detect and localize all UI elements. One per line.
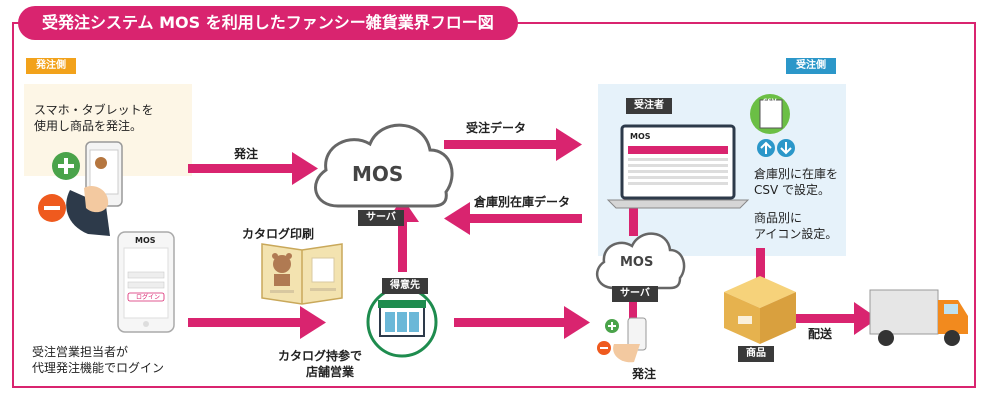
product-box-icon [724,276,796,344]
customer-label: 得意先 [382,278,428,294]
order-label: 発注 [234,147,259,161]
laptop-icon [606,124,750,209]
receive-side-tag: 受注側 [786,58,836,74]
cloud-logo: MOS [352,162,404,186]
smartphone-hand-icon [38,141,123,236]
arrow-delivery [796,302,878,335]
arrow-stock-data [444,202,582,235]
small-server-label: サーバ [612,286,658,302]
login-text-line1: 受注営業担当者が [32,345,129,359]
arrow-phone-to-server [629,290,637,318]
diagram-title: 受発注システム MOS を利用したファンシー雑貨業界フロー図 [18,6,518,40]
order-side-tag: 発注側 [26,58,76,74]
login-button-label: ログイン [136,294,161,301]
stock-text-line2: CSV で設定。 [754,183,831,197]
csv-icon-label: CSV [763,98,777,105]
delivery-truck-icon [869,289,968,346]
smartphone-text-line2: 使用し商品を発注。 [34,119,143,133]
arrow-login-to-store [188,306,326,339]
down-arrow-icon [777,139,795,157]
catalog-visit-line1: カタログ持参で [278,349,363,363]
small-phone-hand-icon [597,317,647,363]
stock-text-line1: 倉庫別に在庫を [754,167,839,181]
order-data-label: 受注データ [466,121,527,135]
icon-text-line1: 商品別に [754,211,803,225]
phone-logo: MOS [135,236,156,245]
arrow-store-to-phone [454,306,590,339]
delivery-label: 配送 [808,327,833,341]
mos-cloud-icon [314,123,454,208]
login-phone-icon [117,231,175,333]
bottom-order-label: 発注 [632,367,657,381]
store-icon [366,286,438,358]
laptop-logo: MOS [630,132,651,141]
arrow-order-data [444,128,582,161]
catalog-visit-line2: 店舗営業 [306,365,355,379]
receiver-label: 受注者 [626,98,672,114]
arrow-receiver-to-product [756,248,765,278]
catalog-print-label: カタログ印刷 [242,227,315,241]
stock-data-label: 倉庫別在庫データ [474,195,571,209]
up-arrow-icon [757,139,775,157]
small-cloud-icon [595,232,686,290]
csv-file-icon [750,94,790,134]
arrow-order-to-cloud [188,152,318,185]
smartphone-text-line1: スマホ・タブレットを [34,103,154,117]
login-text-line2: 代理発注機能でログイン [32,361,165,375]
small-cloud-logo: MOS [620,255,654,270]
catalog-book-icon [261,243,343,305]
product-label: 商品 [738,346,774,362]
icon-text-line2: アイコン設定。 [754,227,838,241]
server-label: サーバ [358,210,404,226]
